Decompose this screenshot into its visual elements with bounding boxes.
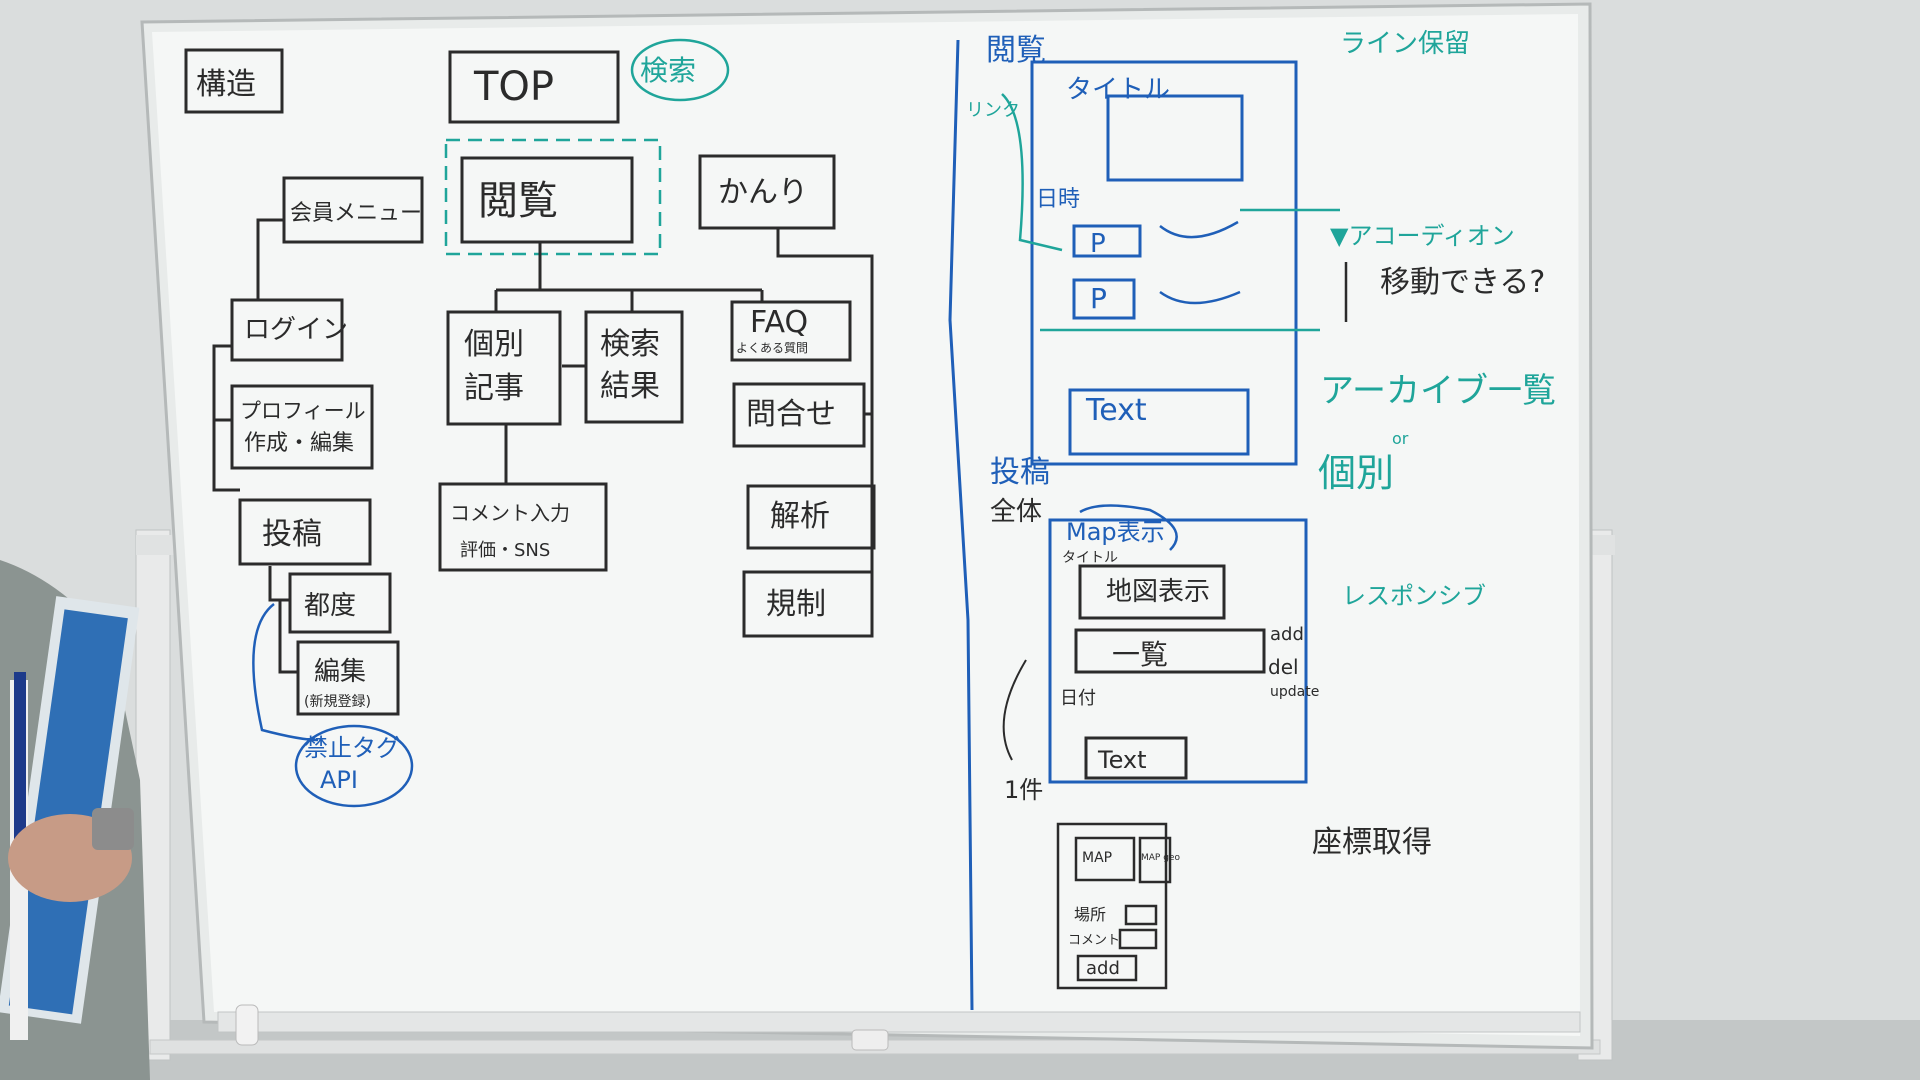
faq-label: FAQ <box>750 305 808 340</box>
date-label: 日時 <box>1036 187 1080 212</box>
contact-label: 問合せ <box>746 397 836 432</box>
text-label: Text <box>1085 393 1147 428</box>
article-label-1: 個別 <box>464 327 524 362</box>
structure-box <box>184 48 284 114</box>
login-box <box>230 298 344 362</box>
analysis-label: 解析 <box>770 499 830 534</box>
edit-box <box>296 640 400 716</box>
comment-small-label: コメント <box>1068 933 1120 948</box>
add-button-label: add <box>1086 958 1120 979</box>
p1-label: P <box>1090 229 1106 259</box>
faq-sub-label: よくある質問 <box>736 340 808 355</box>
top-label: TOP <box>473 64 554 110</box>
or-label: or <box>1392 429 1409 448</box>
search-bubble <box>630 38 730 102</box>
member-menu-label: 会員メニュー <box>290 201 422 226</box>
place-label: 場所 <box>1074 905 1106 924</box>
comment-box <box>438 482 608 572</box>
each-time-box <box>288 572 392 634</box>
faq-box <box>730 300 852 362</box>
article-label-2: 記事 <box>464 371 524 406</box>
article-box <box>446 310 562 426</box>
profile-box <box>230 384 374 470</box>
banned-tag-label: 禁止タグ <box>304 734 400 762</box>
edit-sub-label: (新規登録) <box>304 694 371 710</box>
coords-label: 座標取得 <box>1312 825 1432 860</box>
comment-label-1: コメント入力 <box>450 501 570 525</box>
map-geo-label: MAP geo <box>1141 853 1180 863</box>
person <box>0 560 150 1080</box>
del-label: del <box>1268 655 1299 679</box>
structure-label: 構造 <box>196 67 256 102</box>
title-small-label: タイトル <box>1062 550 1118 566</box>
admin-box <box>698 154 836 230</box>
post-wireframe <box>1048 518 1308 784</box>
map-display-label: Map表示 <box>1066 518 1165 546</box>
rules-label: 規制 <box>766 587 826 622</box>
post-box <box>238 498 372 566</box>
map-view-label: 地図表示 <box>1106 577 1210 607</box>
add-label: add <box>1270 624 1304 645</box>
mobile-wireframe <box>1056 822 1168 990</box>
profile-label-2: 作成・編集 <box>244 431 354 456</box>
edit-label: 編集 <box>314 657 366 687</box>
movable-label: 移動できる? <box>1380 265 1545 300</box>
login-label: ログイン <box>244 315 348 345</box>
post-label: 投稿 <box>262 517 322 552</box>
profile-label-1: プロフィール <box>240 399 366 423</box>
one-item-label: 1件 <box>1004 776 1043 804</box>
date-small-label: 日付 <box>1060 688 1096 709</box>
browse-box <box>460 156 634 244</box>
whole-label: 全体 <box>990 497 1042 527</box>
post-text-label: Text <box>1097 746 1147 774</box>
accordion-label: ▼アコーディオン <box>1330 222 1515 250</box>
result-label-1: 検索 <box>600 327 660 362</box>
responsive-label: レスポンシブ <box>1342 582 1486 610</box>
post-right-label: 投稿 <box>990 455 1050 490</box>
api-label: API <box>320 766 358 794</box>
browse-wireframe <box>1030 60 1298 466</box>
browse-right-label: 閲覧 <box>986 33 1046 68</box>
each-time-label: 都度 <box>304 591 356 621</box>
top-box <box>448 50 620 124</box>
map-label: MAP <box>1082 850 1112 866</box>
comment-label-2: 評価・SNS <box>460 540 550 561</box>
result-label-2: 結果 <box>600 369 660 404</box>
admin-label: かんり <box>718 175 808 210</box>
member-menu-box <box>282 176 424 244</box>
p2-label: P <box>1090 282 1107 315</box>
search-label: 検索 <box>640 54 696 87</box>
line-hold-label: ライン保留 <box>1340 29 1470 59</box>
archive-label: アーカイブ一覧 <box>1320 371 1556 411</box>
title-label: タイトル <box>1066 75 1170 105</box>
individual-label: 個別 <box>1318 451 1394 495</box>
link-label: リンク <box>966 100 1020 121</box>
divider-line <box>948 39 974 1011</box>
update-label: update <box>1270 684 1319 700</box>
browse-label: 閲覧 <box>478 178 558 224</box>
banned-tag-bubble <box>294 724 414 808</box>
list-label: 一覧 <box>1112 638 1168 671</box>
